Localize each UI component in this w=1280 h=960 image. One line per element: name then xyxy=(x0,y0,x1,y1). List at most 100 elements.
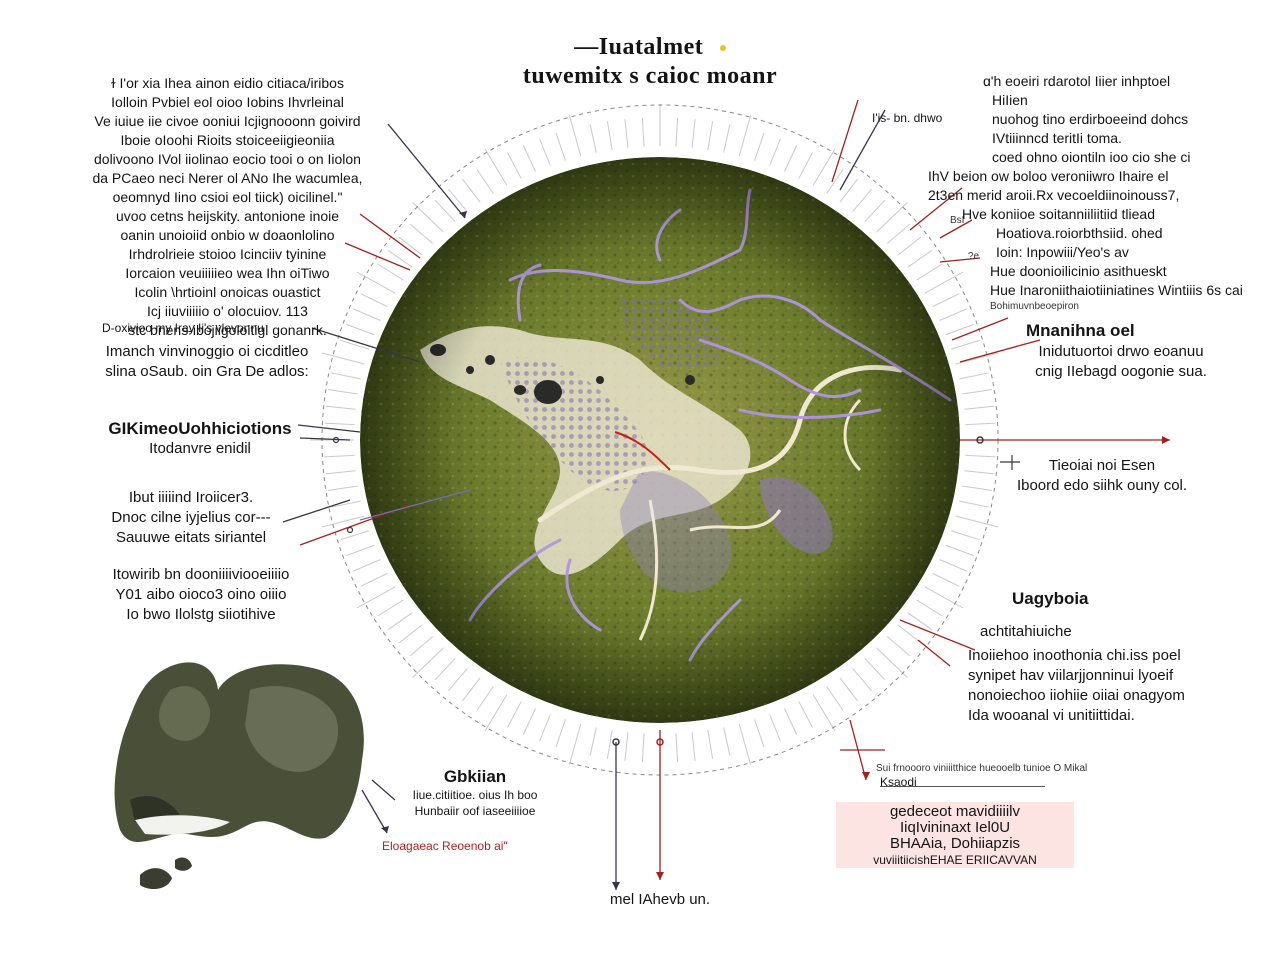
right-mid-heading: Mnanihna oel xyxy=(1026,320,1135,341)
ring-tick xyxy=(522,145,536,172)
right-bottom-note: Sui frnoooro viniiitthice hueooelb tunio… xyxy=(876,763,1088,774)
ring-tick xyxy=(945,323,974,336)
moss-specimen-illustration xyxy=(114,662,364,890)
annotation-line: Tieoiai noi Esen xyxy=(1048,457,1156,474)
ring-tick xyxy=(723,124,731,153)
ring-tick xyxy=(962,485,992,491)
ring-tick xyxy=(377,599,404,617)
top-mid-right-label: I'is- bn. dhwo xyxy=(872,111,943,125)
section-heading: Uagyboia xyxy=(1012,589,1089,608)
ring-tick xyxy=(539,138,551,166)
title-dot-icon xyxy=(719,45,726,52)
ring-tick xyxy=(412,202,444,233)
ring-tick xyxy=(360,293,388,308)
right-top-annotation: ɑ'h eoeiri rdarotol Iiier inhptoel HiIie… xyxy=(928,72,1243,313)
ring-tick xyxy=(812,694,836,732)
ring-tick xyxy=(864,199,886,223)
ring-tick xyxy=(409,636,433,657)
ring-tick xyxy=(589,124,597,153)
ring-tick xyxy=(555,133,566,161)
moss-disc xyxy=(360,157,960,723)
annotation-line: nuohog tino erdirboeeind dohcs xyxy=(992,111,1189,127)
ring-tick xyxy=(641,117,645,147)
annotation-line: IhV beion ow boloo veroniiwro Ihaire el xyxy=(928,168,1169,184)
ring-tick xyxy=(907,612,933,631)
annotation-line: BHAAia, Dohiiapzis xyxy=(889,835,1021,852)
annotation-line: vuviiitiicishEHAE ERIICAVVAN xyxy=(873,853,1037,867)
annotation-line: IVtiiinncd teritIi toma. xyxy=(992,130,1122,146)
ring-tick xyxy=(876,202,908,233)
ring-tick xyxy=(606,730,613,759)
bottom-center-label: mel IAhevb un. xyxy=(610,891,711,908)
ring-tick xyxy=(955,515,999,528)
ring-tick xyxy=(356,586,396,609)
ring-tick xyxy=(707,121,714,150)
left-annotation-4: Itowirib bn dooniiiiviooeiiiio Y01 aibo … xyxy=(92,565,310,625)
ring-tick xyxy=(377,263,404,281)
annotation-line: Hoatiova.roiorbthsiid. ohed xyxy=(996,225,1163,241)
ring-tick xyxy=(852,667,872,691)
ring-tick xyxy=(360,572,388,587)
annotation-line: Iboie oIoohi Rioits stoiceeiigieoniia xyxy=(120,132,335,148)
annotation-line: Iiue.citiitioe. oius Ih boo xyxy=(412,788,538,802)
annotation-line: Sauuwe eitats siriantel xyxy=(115,529,267,546)
ring-tick xyxy=(723,727,731,756)
ring-tick xyxy=(387,249,413,268)
ring-tick xyxy=(476,169,494,194)
annotation-line: stc bnens-ibojiigoloitigl gonanrk. xyxy=(128,322,327,338)
ring-tick xyxy=(932,572,960,587)
ring-tick xyxy=(352,308,381,321)
highlight-box-text: gedeceot mavidiiiilv IiqIvininaxt Iel0U … xyxy=(836,804,1074,868)
annotation-line: Hue Inaroniithaiotiiniatines Wintiiis 6s… xyxy=(990,282,1243,298)
right-bottom-note-b: Ksaodi xyxy=(880,775,917,789)
ring-tick xyxy=(916,599,943,617)
annotation-line: Ioin: Inpowiii/Yeo's av xyxy=(996,244,1129,260)
ring-tick xyxy=(321,515,365,528)
ring-tick xyxy=(924,586,964,609)
ring-tick xyxy=(476,686,494,711)
ring-tick xyxy=(839,178,858,203)
annotation-line: ɑ'h eoeiri rdarotol Iiier inhptoel xyxy=(983,73,1171,89)
ring-tick xyxy=(325,405,356,410)
ring-tick xyxy=(738,115,752,157)
ring-tick xyxy=(754,133,765,161)
annotation-line: oeomnyd Iino csioi eol tiick) oicilinel.… xyxy=(112,189,343,205)
ring-tick xyxy=(346,544,375,557)
section-heading: Gbkiian xyxy=(443,767,507,786)
ring-tick xyxy=(448,667,468,691)
ring-tick xyxy=(675,117,679,147)
annotation-line: cnig IIebagd oogonie sua. xyxy=(1035,363,1207,380)
ring-tick xyxy=(707,730,714,759)
left-annotation-3: Ibut iiiiind Iroiicer3. Dnoc cilne iyjel… xyxy=(92,488,290,548)
ring-tick xyxy=(346,323,375,336)
ring-tick xyxy=(507,701,522,728)
ring-tick xyxy=(754,719,765,747)
ring-tick xyxy=(409,223,433,244)
ring-tick xyxy=(798,701,813,728)
ring-tick xyxy=(897,236,922,256)
leader-markers xyxy=(332,211,1170,890)
ring-tick xyxy=(965,422,996,426)
title-block: —Iuatalmet tuwemitx s caioc moanr xyxy=(470,34,830,90)
ring-tick xyxy=(887,223,911,244)
ring-tick xyxy=(325,470,356,475)
ring-tick xyxy=(964,470,995,475)
left-mid-annotation: Imanch vinvinoggio oi cicditleo slina oS… xyxy=(86,342,328,382)
ring-tick xyxy=(826,169,844,194)
right-mid-annotation: Inidutuortoi drwo eoanuu cnig IIebagd oo… xyxy=(1018,342,1224,382)
ring-tick xyxy=(324,454,355,458)
bottom-left-red-label: Eloagaeac Reoenob ai" xyxy=(382,839,508,853)
annotation-line: IiqIvininaxt Iel0U xyxy=(899,819,1011,836)
ring-tick xyxy=(331,372,361,380)
annotation-line: Itowirib bn dooniiiiviooeiiiio xyxy=(112,566,290,583)
ring-tick xyxy=(522,708,536,735)
ring-tick xyxy=(398,236,423,256)
ring-tick xyxy=(462,178,481,203)
annotation-line: Imanch vinvinoggio oi cicditleo xyxy=(105,343,309,360)
ring-tick xyxy=(484,694,508,732)
ring-tick xyxy=(839,677,858,702)
ring-tick xyxy=(924,271,964,294)
ring-tick xyxy=(932,293,960,308)
